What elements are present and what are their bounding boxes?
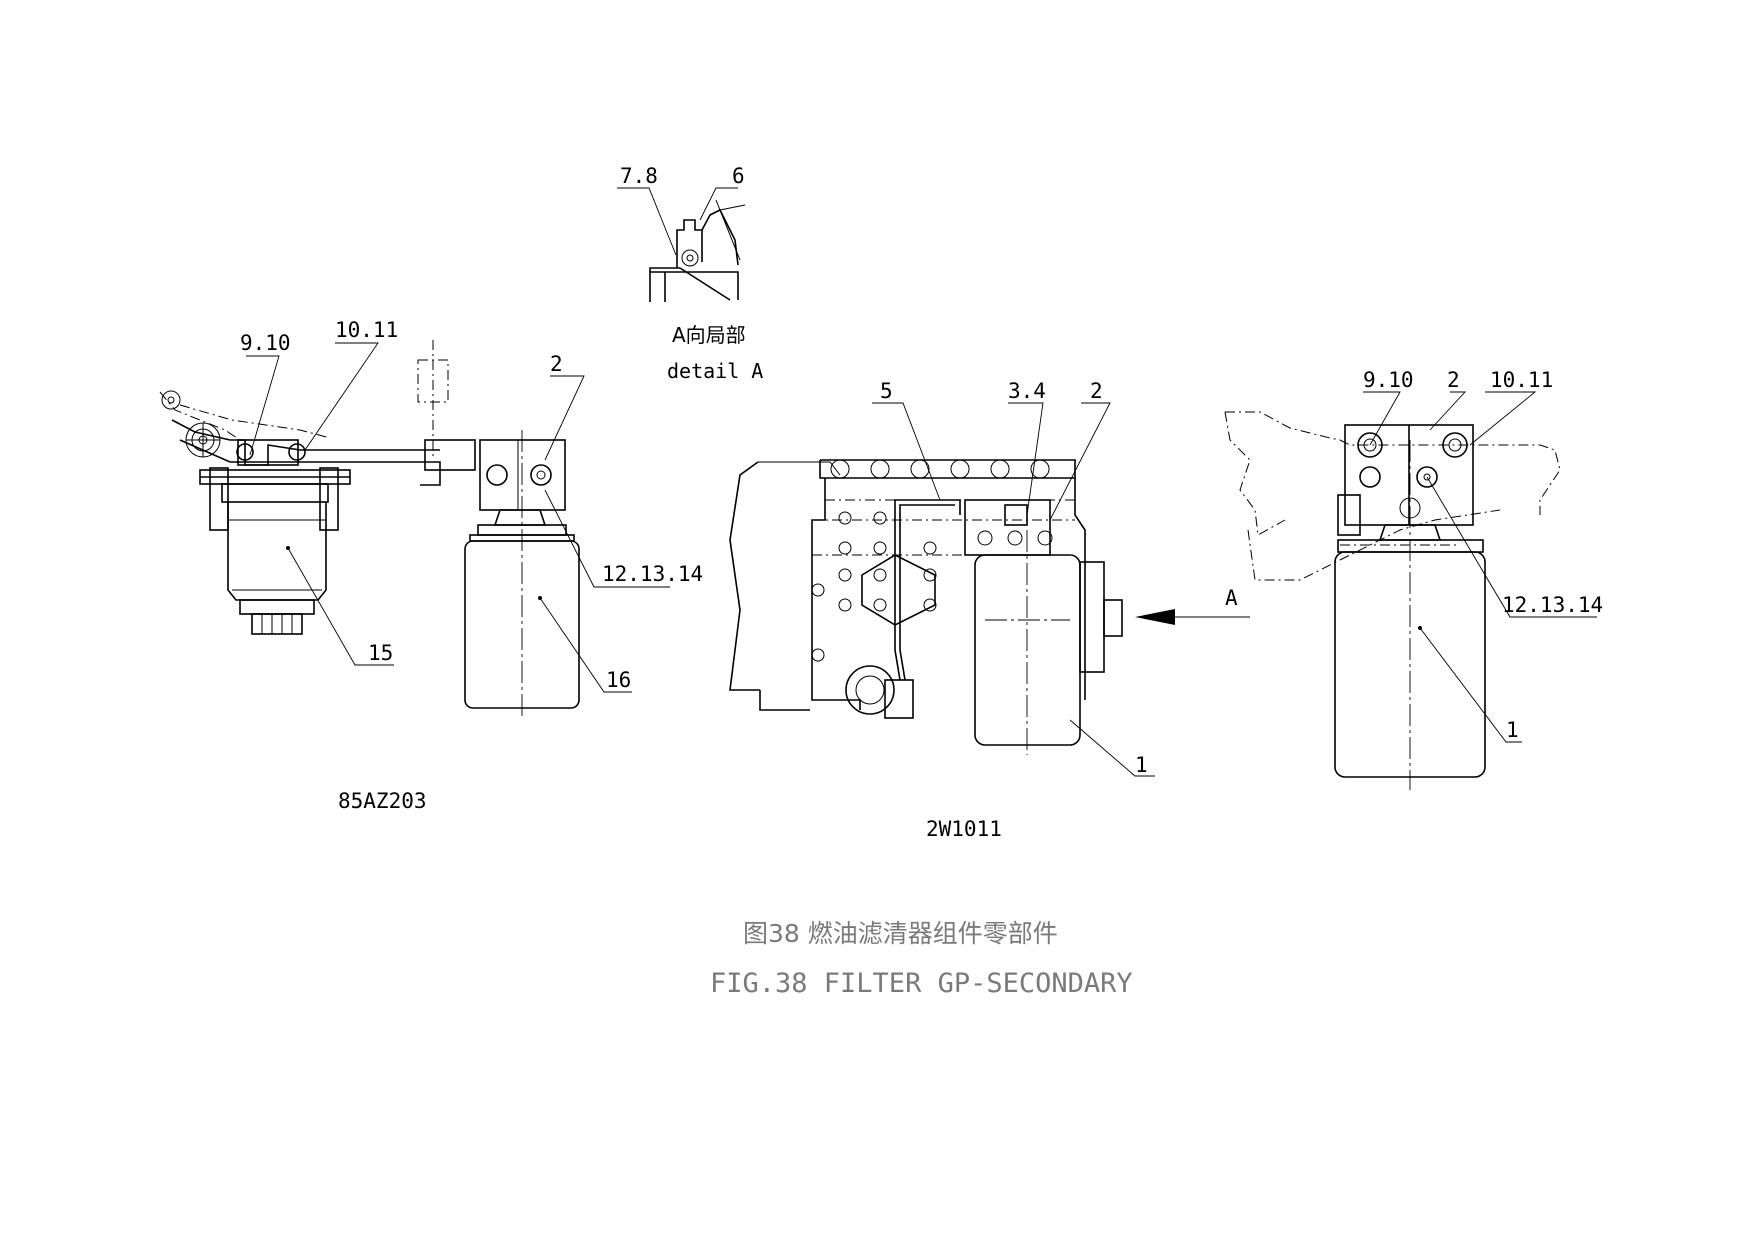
figure-title-cn: 图38 燃油滤清器组件零部件 (743, 919, 1058, 948)
figure-title-en: FIG.38 FILTER GP-SECONDARY (710, 968, 1133, 999)
left-label-12-13-14: 12.13.14 (602, 562, 703, 586)
figure-title: 图38 燃油滤清器组件零部件 FIG.38 FILTER GP-SECONDAR… (710, 919, 1133, 999)
right-label-1: 1 (1506, 718, 1519, 742)
right-leaders (1363, 391, 1597, 743)
detail-a-bracket (649, 199, 746, 302)
detail-a-view: 7.8 6 A向局部 detail A (617, 164, 763, 383)
left-leaders (246, 342, 670, 693)
detail-label-7-8: 7.8 (620, 164, 658, 188)
left-label-15: 15 (368, 641, 393, 665)
left-head-plate (199, 467, 351, 531)
fuel-line-5 (884, 499, 961, 719)
right-label-2: 2 (1447, 368, 1460, 392)
right-label-10-11: 10.11 (1490, 368, 1553, 392)
left-primer-pump (417, 340, 476, 471)
right-filter-head (1337, 424, 1474, 541)
drain-cover (845, 665, 895, 715)
center-label-2: 2 (1090, 379, 1103, 403)
center-model-code: 2W1011 (926, 817, 1002, 841)
left-label-10-11: 10.11 (335, 318, 398, 342)
detail-caption-cn: A向局部 (672, 323, 746, 347)
center-view: 5 3.4 2 1 A 2W1011 (729, 379, 1250, 841)
detail-a-leaders (617, 187, 738, 256)
right-spin-on-filter (1334, 440, 1486, 790)
center-label-5: 5 (880, 379, 893, 403)
right-mounting-bracket (1224, 411, 1561, 581)
detail-label-6: 6 (732, 164, 745, 188)
view-arrow-label: A (1225, 586, 1238, 610)
center-label-1: 1 (1135, 753, 1148, 777)
left-label-9-10: 9.10 (240, 331, 291, 355)
view-arrow-a (1135, 609, 1250, 625)
left-spin-on-filter (464, 430, 580, 720)
center-leaders (872, 402, 1155, 777)
detail-caption-en: detail A (667, 359, 763, 383)
left-label-2: 2 (550, 352, 563, 376)
engine-block-outline (729, 461, 841, 711)
left-bolts (236, 439, 306, 466)
center-end-cap (1079, 561, 1123, 673)
left-model-code: 85AZ203 (338, 789, 427, 813)
right-label-12-13-14: 12.13.14 (1502, 593, 1603, 617)
right-view: 9.10 2 10.11 12.13.14 1 (1224, 368, 1603, 790)
injector-rail (819, 459, 1076, 479)
center-filter-head (964, 499, 1053, 556)
pump-housing (811, 478, 1086, 710)
left-view: 9.10 10.11 2 12.13.14 15 16 85AZ203 (159, 318, 703, 813)
left-label-16: 16 (606, 668, 631, 692)
center-spin-on-filter (974, 530, 1081, 755)
center-label-3-4: 3.4 (1008, 379, 1046, 403)
water-separator-bowl (227, 502, 327, 635)
right-label-9-10: 9.10 (1363, 368, 1414, 392)
left-mounting-bracket (159, 390, 441, 486)
